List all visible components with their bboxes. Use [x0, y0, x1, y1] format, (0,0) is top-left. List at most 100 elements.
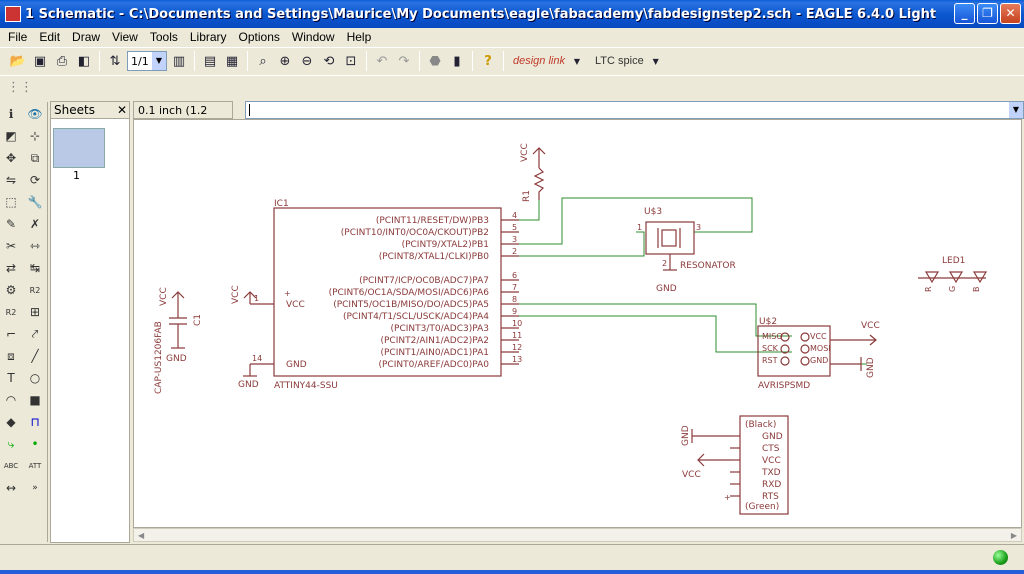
scroll-left-icon[interactable]: ◀ [138, 530, 145, 540]
pinswap-icon[interactable]: ⇿ [29, 239, 41, 253]
script-icon[interactable]: ▤ [203, 53, 217, 69]
horizontal-scrollbar[interactable]: ◀ ▶ [133, 528, 1022, 542]
pin-num-4: 4 [512, 211, 517, 220]
u2-pin-rst: RST [762, 356, 778, 365]
change-icon[interactable]: 🔧 [27, 195, 43, 209]
scroll-right-icon[interactable]: ▶ [1010, 530, 1017, 540]
menu-file[interactable]: File [8, 30, 28, 44]
invoke-icon[interactable]: ⧈ [7, 348, 15, 363]
grid-icon[interactable]: ⋮⋮ [7, 80, 33, 95]
menu-help[interactable]: Help [346, 30, 372, 44]
ulp-icon[interactable]: ▦ [225, 53, 239, 69]
junction-icon[interactable]: • [31, 437, 39, 451]
show-icon[interactable]: 👁 [27, 107, 43, 121]
save-icon[interactable]: ▣ [33, 53, 47, 69]
pin-pa3-label: (PCINT3/T0/ADC3)PA3 [391, 324, 489, 334]
name-icon[interactable]: R2 [29, 285, 41, 295]
u3-resonator-symbol: U$3 RESONATOR 1 3 2 GND [637, 207, 736, 294]
arc-icon[interactable]: ◠ [5, 393, 17, 407]
schematic-canvas[interactable]: IC1 ATTINY44-SSU (PCINT11/RESET/DW)PB3 (… [133, 119, 1022, 528]
mark-icon[interactable]: ⊹ [29, 129, 41, 143]
menu-options[interactable]: Options [238, 30, 280, 44]
ic1-symbol: IC1 ATTINY44-SSU (PCINT11/RESET/DW)PB3 (… [250, 199, 522, 391]
toolbar-separator [472, 51, 473, 71]
paste-icon[interactable]: ✎ [5, 217, 17, 231]
chevron-down-icon[interactable]: ▼ [652, 56, 659, 66]
toolbar-separator [247, 51, 248, 71]
polygon-icon[interactable]: ◆ [6, 415, 16, 429]
copy-icon[interactable]: ⧉ [30, 150, 40, 165]
redo-icon[interactable]: ↷ [398, 53, 410, 69]
wire-icon[interactable]: ╱ [31, 349, 39, 363]
replace-icon[interactable]: ⇄ [5, 261, 17, 275]
add-icon[interactable]: ✂ [5, 239, 17, 253]
text-icon[interactable]: T [7, 371, 15, 385]
label-icon[interactable]: ABC [3, 462, 19, 470]
split-icon[interactable]: ⤤ [31, 326, 39, 341]
menu-edit[interactable]: Edit [39, 30, 61, 44]
c1-symbol: VCC C1 CAP-US1206FAB GND [154, 287, 203, 394]
help-icon[interactable]: ? [484, 53, 492, 69]
chevron-down-icon[interactable]: ▼ [152, 52, 166, 70]
display-icon[interactable]: ◩ [5, 129, 17, 143]
toolbar-separator [194, 51, 195, 71]
rotate-icon[interactable]: ⟳ [29, 173, 41, 187]
u2-pin-miso: MISO [762, 332, 783, 341]
zoom-select-icon[interactable]: ⊡ [345, 53, 357, 69]
sheet-select[interactable]: 1/1 ▼ [127, 51, 167, 71]
close-icon[interactable]: ✕ [116, 103, 127, 117]
net-icon[interactable]: ⤷ [7, 436, 15, 451]
stop-icon[interactable]: ⬣ [429, 53, 441, 69]
redraw-icon[interactable]: ⟲ [323, 53, 335, 69]
library-icon[interactable]: ▥ [172, 53, 186, 69]
pin-num-3: 3 [512, 235, 517, 244]
sheet-thumbnail[interactable] [53, 128, 105, 168]
minimize-button[interactable]: _ [954, 3, 975, 24]
circle-icon[interactable]: ○ [29, 371, 41, 385]
rect-icon[interactable]: ■ [29, 393, 41, 407]
c1-value: CAP-US1206FAB [154, 321, 164, 394]
more-tools-icon[interactable]: » [32, 483, 38, 493]
zoom-in-icon[interactable]: ⊕ [279, 53, 291, 69]
maximize-button[interactable]: ❐ [977, 3, 998, 24]
menu-tools[interactable]: Tools [149, 30, 178, 44]
ltspice-button[interactable]: LTC spice [594, 55, 644, 67]
pin-num-11: 11 [512, 331, 522, 340]
sheet-number: 1 [73, 169, 80, 182]
ftdi-vcc-label: VCC [682, 470, 701, 480]
u3-pin2: 2 [662, 259, 667, 268]
attribute-icon[interactable]: ATT [28, 462, 42, 470]
zoom-out-icon[interactable]: ⊖ [301, 53, 313, 69]
designlink-button[interactable]: design link [513, 55, 565, 67]
print-icon[interactable]: ⎙ [56, 53, 68, 69]
u2-pin-gnd: GND [810, 356, 828, 365]
move-icon[interactable]: ✥ [5, 151, 17, 165]
menu-library[interactable]: Library [189, 30, 227, 44]
value-icon[interactable]: R2 [5, 307, 17, 317]
toolbar-separator [366, 51, 367, 71]
menu-view[interactable]: View [112, 30, 138, 44]
delete-icon[interactable]: ✗ [29, 217, 41, 231]
undo-icon[interactable]: ↶ [376, 53, 388, 69]
go-icon[interactable]: ▮ [453, 53, 461, 69]
zoom-fit-icon[interactable]: ⌕ [259, 53, 267, 69]
fwd-back-icon[interactable]: ⚙ [5, 283, 17, 297]
gateswap-icon[interactable]: ↹ [29, 261, 41, 275]
dimension-icon[interactable]: ↔ [5, 481, 17, 495]
info-icon[interactable]: ℹ [8, 107, 14, 121]
chevron-down-icon[interactable]: ▼ [573, 56, 581, 66]
pin-num-5: 5 [512, 223, 517, 232]
smash-icon[interactable]: ⊞ [29, 305, 41, 319]
mirror-icon[interactable]: ⇋ [5, 173, 17, 187]
chevron-down-icon[interactable]: ▼ [1009, 102, 1023, 118]
group-icon[interactable]: ⬚ [5, 195, 17, 209]
miter-icon[interactable]: ⌐ [5, 327, 17, 341]
sheet-icon[interactable]: ⇅ [109, 53, 121, 69]
cam-processor-icon[interactable]: ◧ [77, 53, 91, 69]
command-input[interactable]: ▼ [245, 101, 1024, 119]
close-button[interactable]: ✕ [1000, 3, 1021, 24]
menu-window[interactable]: Window [291, 30, 335, 44]
menu-draw[interactable]: Draw [72, 30, 101, 44]
bus-icon[interactable]: ⊓ [30, 415, 40, 429]
open-icon[interactable]: 📂 [9, 53, 27, 69]
